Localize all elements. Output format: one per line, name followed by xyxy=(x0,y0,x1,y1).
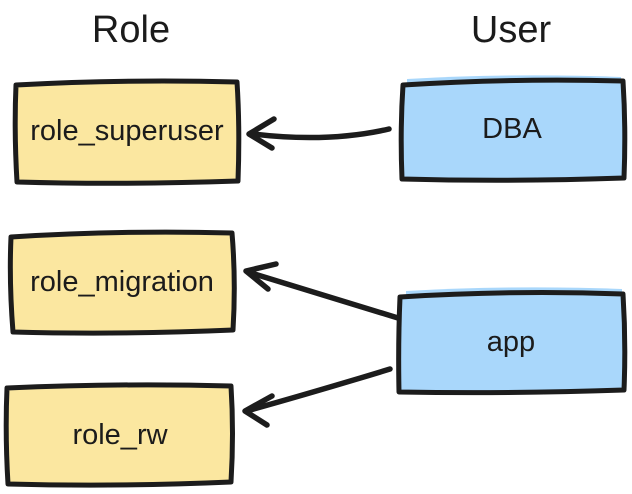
role-migration-label: role_migration xyxy=(30,265,214,298)
sketch-rect-dba xyxy=(398,75,628,183)
sketch-rect-role-superuser xyxy=(12,78,242,186)
arrow-dba-to-role-superuser xyxy=(246,116,392,151)
user-dba-label: DBA xyxy=(482,112,542,145)
user-node-app: app xyxy=(394,286,628,398)
sketch-rect-app xyxy=(396,287,628,396)
role-superuser-label: role_superuser xyxy=(30,114,224,147)
role-rw-label: role_rw xyxy=(72,418,168,451)
role-node-rw: role_rw xyxy=(2,379,238,491)
sketch-rect-role-rw xyxy=(3,382,235,488)
role-node-migration: role_migration xyxy=(6,226,238,338)
user-node-dba: DBA xyxy=(397,73,628,185)
role-column-title: Role xyxy=(91,9,171,51)
arrow-app-to-role-migration xyxy=(243,261,401,321)
arrow-app-to-role-rw xyxy=(242,366,393,428)
role-node-superuser: role_superuser xyxy=(12,75,242,187)
user-column-title: User xyxy=(470,9,552,51)
user-app-label: app xyxy=(486,325,536,358)
sketch-rect-role-migration xyxy=(7,229,237,336)
